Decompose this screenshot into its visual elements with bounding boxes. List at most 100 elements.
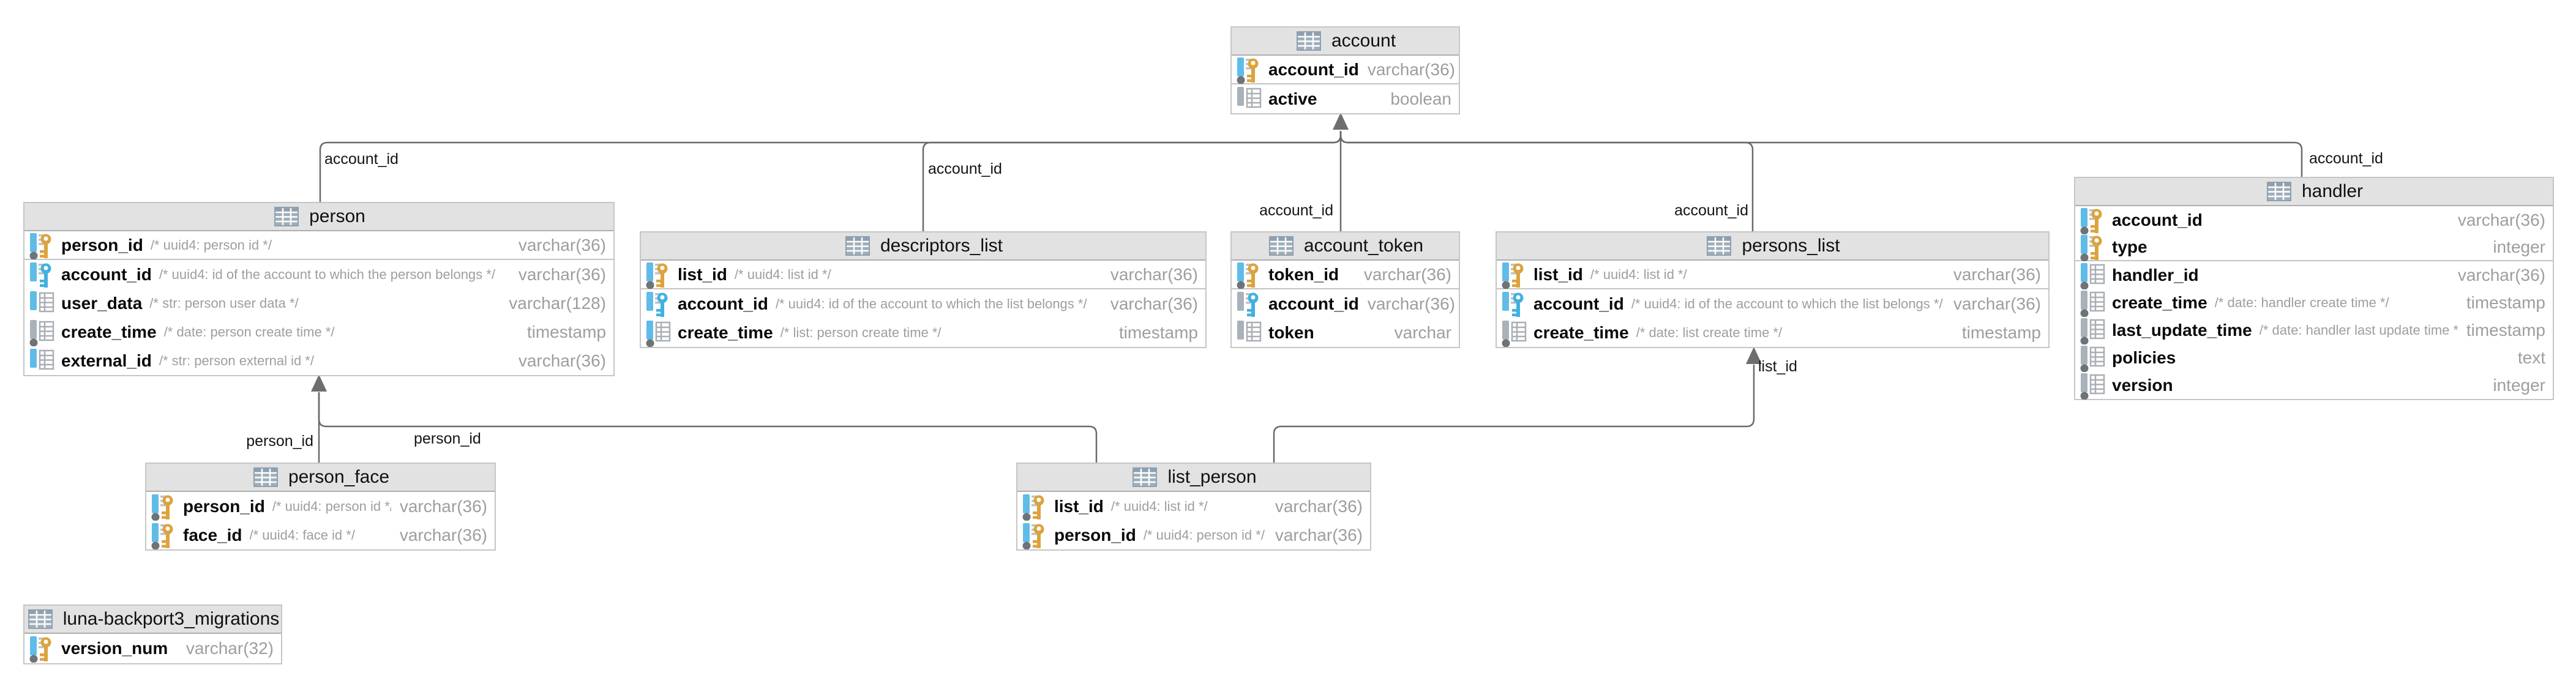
column-icon [30,291,54,312]
fk-edge-list_person-to-person[interactable] [318,392,1098,463]
column-comment: /* date: person create time */ [163,324,335,340]
not-null-dot [1502,281,1510,289]
not-null-dot [2080,336,2089,344]
column-row-person_id[interactable]: person_id/* uuid4: person id */varchar(3… [1017,521,1370,549]
column-row-create_time[interactable]: create_time/* date: person create time *… [24,318,613,346]
column-icon-wrap [29,289,56,318]
column-row-list_id[interactable]: list_id/* uuid4: list id */varchar(36) [1017,492,1370,521]
table-header[interactable]: account_token [1232,232,1459,261]
not-null-dot [2080,392,2089,400]
edge-label-account_id-account_token: account_id [1259,202,1333,219]
column-comment: /* str: person user data */ [149,295,299,311]
column-name: token_id [1268,264,1339,284]
column-icon-wrap [2080,206,2107,234]
column-type: varchar [1394,322,1451,342]
column-row-last_update_time[interactable]: last_update_time/* date: handler last up… [2075,316,2553,344]
table-header[interactable]: person_face [146,464,495,492]
column-comment: /* list: person create time */ [780,324,942,340]
table-header[interactable]: person [24,203,613,231]
table-header[interactable]: list_person [1017,464,1370,492]
column-icon [29,319,54,346]
column-type: timestamp [2466,292,2545,312]
column-comment: /* uuid4: id of the account to which the… [775,296,1087,311]
table-header[interactable]: descriptors_list [641,232,1205,261]
table-title: person [309,206,365,226]
column-icon-wrap [1022,493,1049,521]
column-name: list_id [1533,264,1583,284]
column-row-account_id[interactable]: account_id/* uuid4: id of the account to… [641,289,1205,318]
not-null-dot [2080,253,2089,261]
not-null-dot [29,251,38,259]
column-row-list_id[interactable]: list_id/* uuid4: list id */varchar(36) [1497,261,2048,289]
column-icon-wrap [1237,56,1264,84]
column-row-create_time[interactable]: create_time/* date: list create time */t… [1497,318,2048,347]
column-comment: /* uuid4: id of the account to which the… [1631,296,1943,311]
table-header[interactable]: luna-backport3_migrations [24,606,281,634]
column-row-list_id[interactable]: list_id/* uuid4: list id */varchar(36) [641,261,1205,289]
column-comment: /* uuid4: face id */ [249,527,355,543]
table-title: descriptors_list [880,236,1003,256]
column-row-create_time[interactable]: create_time/* date: handler create time … [2075,289,2553,317]
column-icon-wrap [1502,290,1529,318]
table-header[interactable]: account [1232,28,1459,56]
not-null-dot [29,338,38,346]
column-row-person_id[interactable]: person_id/* uuid4: person id */varchar(3… [146,492,495,521]
column-name: policies [2112,348,2176,367]
column-row-person_id[interactable]: person_id/* uuid4: person id */varchar(3… [24,231,613,260]
table-icon [253,467,278,487]
foreign-key-icon [1502,291,1524,317]
column-icon-wrap [151,521,178,549]
column-name: account_id [1268,59,1359,79]
table-node-person[interactable]: person person_id/* uuid4: person id */var… [23,202,615,376]
fk-edge-list_person-to-persons_list[interactable] [1273,365,1755,463]
column-row-account_id[interactable]: account_id varchar(36) [1232,56,1459,84]
table-header[interactable]: handler [2075,178,2553,206]
column-type: varchar(36) [1367,59,1455,79]
column-name: account_id [1268,294,1359,313]
table-header[interactable]: persons_list [1497,232,2048,261]
column-row-account_id[interactable]: account_id/* uuid4: id of the account to… [24,260,613,289]
not-null-dot [2080,309,2089,317]
column-icon-wrap [646,319,673,347]
column-type: varchar(36) [2457,265,2545,284]
fk-edge-handler-to-account[interactable] [1339,131,2303,177]
column-icon [2080,373,2105,400]
not-null-dot [2080,281,2089,289]
fk-edge-person-to-account[interactable] [319,131,1342,202]
column-row-create_time[interactable]: create_time/* list: person create time *… [641,318,1205,347]
table-node-descriptors_list[interactable]: descriptors_list list_id/* uuid4: list id… [640,231,1207,348]
column-row-external_id[interactable]: external_id/* str: person external id */… [24,346,613,375]
column-row-user_data[interactable]: user_data/* str: person user data */varc… [24,289,613,318]
column-comment: /* uuid4: person id */ [150,237,272,253]
column-icon-wrap [1237,290,1264,318]
column-icon-wrap [1502,261,1529,289]
column-row-face_id[interactable]: face_id/* uuid4: face id */varchar(36) [146,521,495,549]
not-null-dot [1237,281,1245,289]
column-comment: /* date: handler last update time */ [2259,322,2458,338]
not-null-dot [1502,339,1510,347]
column-icon-wrap [29,261,56,289]
primary-key-icon [646,262,668,289]
column-icon-wrap [29,347,56,375]
column-row-account_id[interactable]: account_id/* uuid4: id of the account to… [1497,289,2048,318]
column-type: timestamp [1961,322,2041,342]
foreign-key-icon [646,291,668,317]
